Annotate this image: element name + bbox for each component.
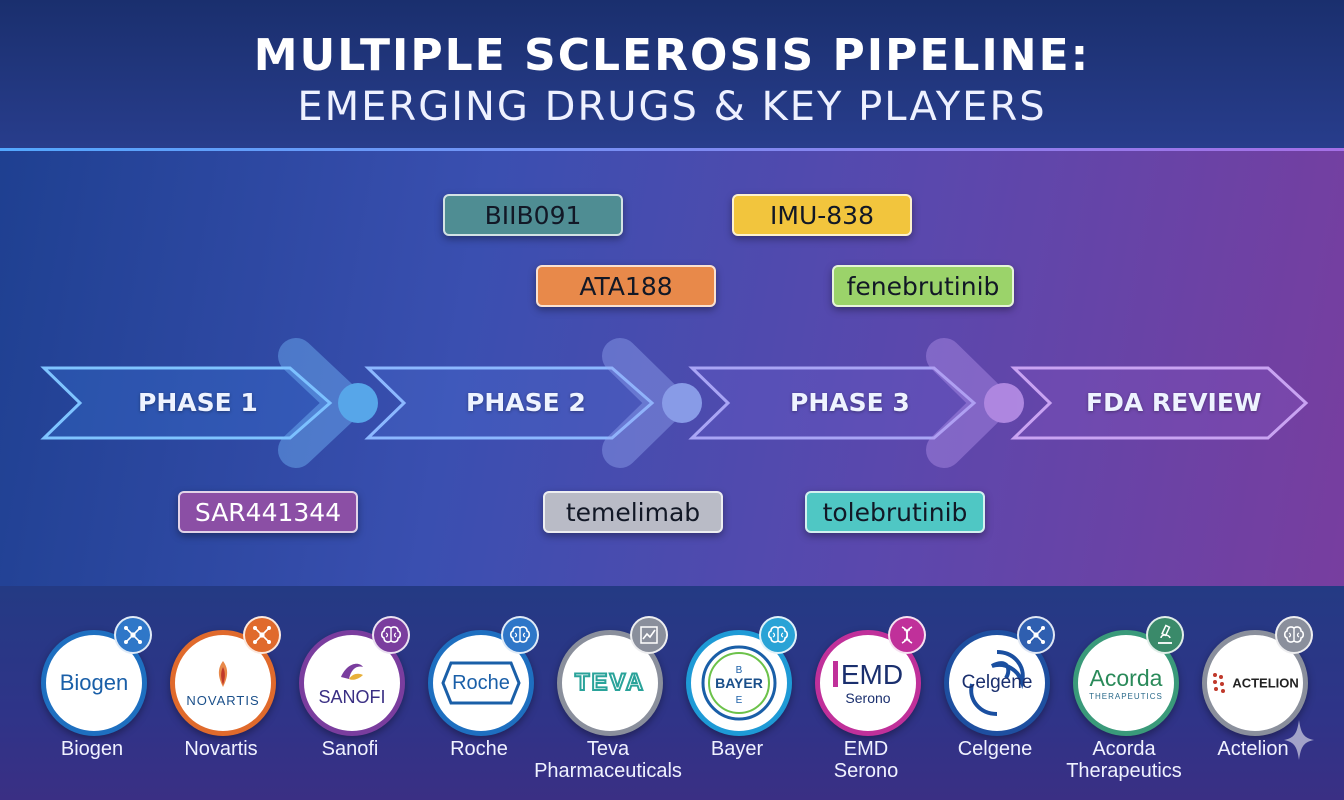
network-icon xyxy=(243,616,281,654)
phase-3-label: PHASE 3 xyxy=(790,388,910,417)
drug-sar441344: SAR441344 xyxy=(178,491,358,533)
pipeline-diagram: PHASE 1 PHASE 2 PHASE 3 FDA REVIEW BIIB0… xyxy=(0,150,1344,590)
company-novartis: NOVARTIS Novartis xyxy=(157,586,285,800)
phase-1-arrow xyxy=(40,366,333,440)
company-actelion: ACTELION Actelion xyxy=(1189,586,1317,800)
roche-hexagon-icon xyxy=(441,661,521,705)
company-name: Novartis xyxy=(184,738,258,760)
company-biogen: Biogen Biogen xyxy=(28,586,156,800)
drug-ata188: ATA188 xyxy=(536,265,716,307)
company-emd-serono: EMD Serono EMD Serono xyxy=(802,586,930,800)
actelion-dots-icon xyxy=(1213,673,1226,693)
phase-2-arrow xyxy=(364,366,655,440)
company-acorda: Acorda THERAPEUTICS Acorda Therapeutics xyxy=(1060,586,1188,800)
company-celgene: Celgene Celgene xyxy=(931,586,1059,800)
svg-text:E: E xyxy=(736,695,743,706)
company-name: Biogen xyxy=(60,738,124,760)
company-sanofi: SANOFI Sanofi xyxy=(286,586,414,800)
header-divider xyxy=(0,148,1344,151)
title-line-2: EMERGING DRUGS & KEY PLAYERS xyxy=(297,84,1047,130)
network-icon xyxy=(114,616,152,654)
microscope-icon xyxy=(1146,616,1184,654)
novartis-flame-icon xyxy=(218,660,228,687)
connector-2 xyxy=(602,338,702,468)
phase-3-arrow xyxy=(688,366,977,440)
company-name: Sanofi xyxy=(321,738,379,760)
company-name: Teva Pharmaceuticals xyxy=(534,738,682,782)
celgene-swirl-icon xyxy=(969,650,1025,716)
title-line-1: MULTIPLE SCLEROSIS PIPELINE: xyxy=(253,30,1091,81)
drug-tolebrutinib: tolebrutinib xyxy=(805,491,985,533)
drug-temelimab: temelimab xyxy=(543,491,723,533)
bayer-cross-ring: BE xyxy=(701,645,777,721)
novartis-logo: NOVARTIS xyxy=(170,630,276,736)
pipeline-arrows xyxy=(40,338,1309,468)
company-name: Bayer xyxy=(710,738,764,760)
sparkle-icon xyxy=(1284,720,1314,760)
header: MULTIPLE SCLEROSIS PIPELINE: EMERGING DR… xyxy=(0,0,1344,148)
dna-icon xyxy=(888,616,926,654)
phase-2-label: PHASE 2 xyxy=(466,388,586,417)
sanofi-bird-icon xyxy=(340,663,363,680)
drug-fenebrutinib: fenebrutinib xyxy=(832,265,1014,307)
svg-text:B: B xyxy=(736,665,743,676)
brain-icon xyxy=(759,616,797,654)
chart-icon xyxy=(630,616,668,654)
brain-icon xyxy=(372,616,410,654)
drug-imu-838: IMU-838 xyxy=(732,194,912,236)
company-teva: TEVA Teva Pharmaceuticals xyxy=(534,586,682,800)
company-name: Acorda Therapeutics xyxy=(1066,738,1182,782)
connector-3 xyxy=(926,338,1024,468)
key-players-section: Biogen Biogen NOVARTIS Novartis SANOFI xyxy=(0,586,1344,800)
company-name: EMD Serono xyxy=(833,738,899,782)
fda-review-label: FDA REVIEW xyxy=(1086,388,1262,417)
company-name: Celgene xyxy=(957,738,1033,760)
brain-icon xyxy=(501,616,539,654)
company-roche: Roche Roche xyxy=(415,586,543,800)
fda-review-arrow xyxy=(1010,366,1309,440)
company-name: Actelion xyxy=(1217,738,1289,760)
phase-1-label: PHASE 1 xyxy=(138,388,258,417)
company-name: Roche xyxy=(450,738,508,760)
connector-1 xyxy=(278,338,378,468)
network-icon xyxy=(1017,616,1055,654)
brain-icon xyxy=(1275,616,1313,654)
drug-biib091: BIIB091 xyxy=(443,194,623,236)
